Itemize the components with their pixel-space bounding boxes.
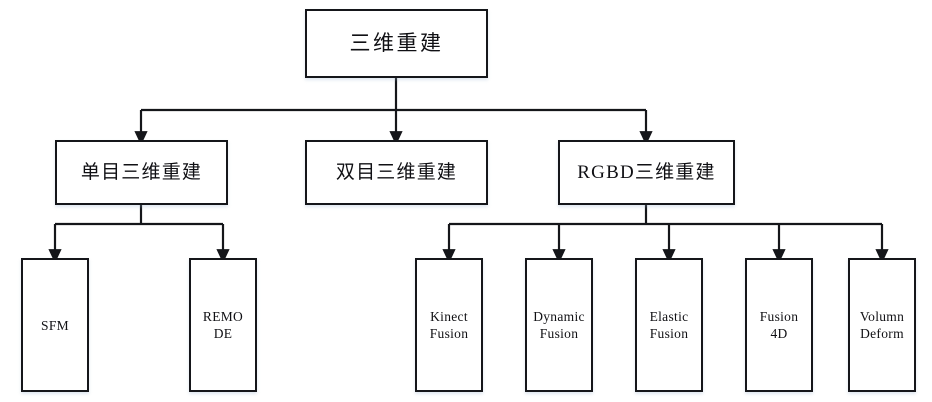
node-fusion-4d[interactable]: Fusion 4D — [745, 258, 813, 392]
node-fusion-4d-label: Fusion 4D — [759, 309, 799, 341]
node-sfm-label: SFM — [41, 317, 69, 333]
node-root[interactable]: 三维重建 — [305, 9, 488, 78]
node-dynamic-fusion[interactable]: Dynamic Fusion — [525, 258, 593, 392]
node-kinect-fusion[interactable]: Kinect Fusion — [415, 258, 483, 392]
node-root-label: 三维重建 — [349, 31, 444, 56]
node-elastic-fusion-label: Elastic Fusion — [649, 309, 689, 341]
node-remode-label: REMO DE — [202, 309, 244, 341]
node-dynamic-fusion-label: Dynamic Fusion — [533, 309, 585, 341]
node-elastic-fusion[interactable]: Elastic Fusion — [635, 258, 703, 392]
node-volumn-deform-label: Volumn Deform — [859, 309, 905, 341]
node-rgbd[interactable]: RGBD三维重建 — [558, 140, 735, 205]
node-monocular-label: 单目三维重建 — [80, 161, 203, 183]
node-kinect-fusion-label: Kinect Fusion — [429, 309, 469, 341]
node-monocular[interactable]: 单目三维重建 — [55, 140, 228, 205]
node-remode[interactable]: REMO DE — [189, 258, 257, 392]
node-sfm[interactable]: SFM — [21, 258, 89, 392]
node-binocular-label: 双目三维重建 — [335, 161, 458, 183]
node-binocular[interactable]: 双目三维重建 — [305, 140, 488, 205]
node-rgbd-label: RGBD三维重建 — [577, 161, 716, 183]
node-volumn-deform[interactable]: Volumn Deform — [848, 258, 916, 392]
